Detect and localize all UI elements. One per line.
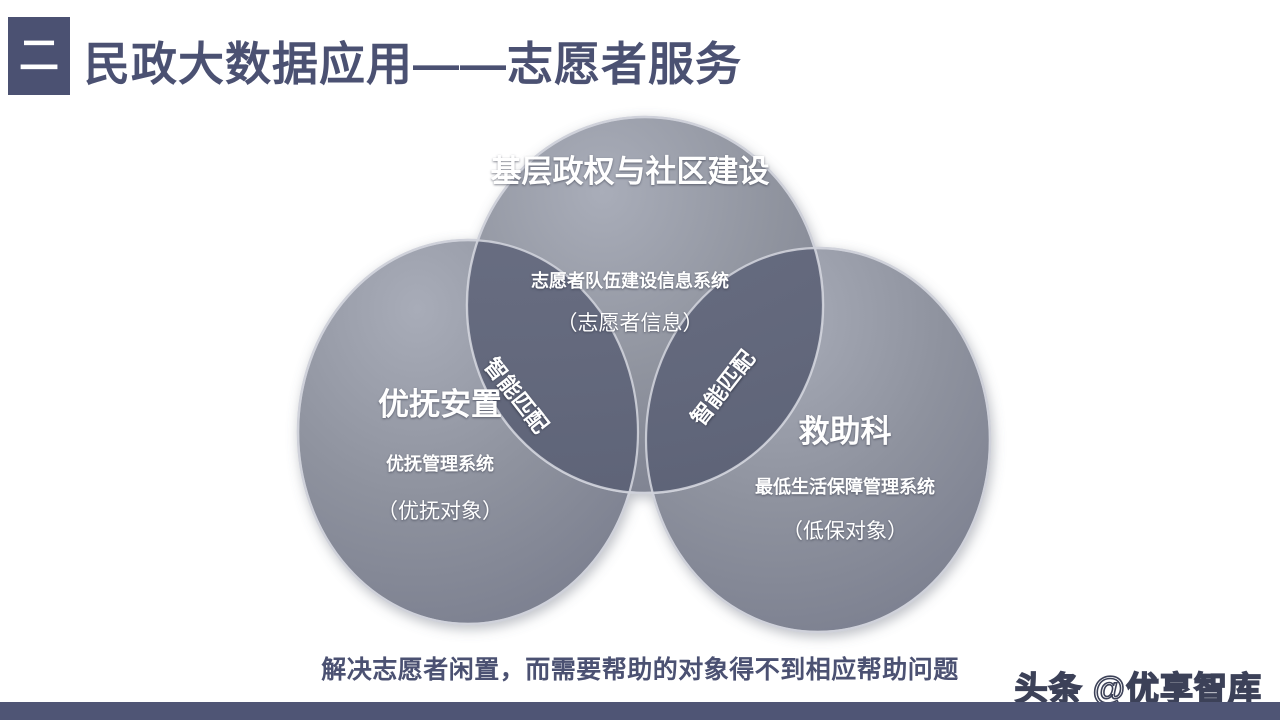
venn-right-subtitle: 最低生活保障管理系统 [755,477,935,497]
venn-top-subtitle: 志愿者队伍建设信息系统 [531,271,729,291]
venn-outline-left [296,238,640,626]
section-number-label: 二 [19,34,59,78]
bottom-accent-bar [0,702,1280,720]
section-number-badge: 二 [8,17,70,95]
page-title: 民政大数据应用——志愿者服务 [84,38,742,90]
venn-left-title: 优抚安置 [378,387,502,422]
venn-circle-right [644,246,992,634]
venn-circle-left [296,238,640,626]
venn-left-paren: （优抚对象） [377,500,503,523]
venn-outline-right [644,246,992,634]
venn-left-subtitle: 优抚管理系统 [386,454,494,474]
venn-right-paren: （低保对象） [782,520,908,543]
venn-top-paren: （志愿者信息） [556,312,704,335]
watermark-label: 头条 @优享智库 [1014,669,1262,708]
slide-caption: 解决志愿者闲置，而需要帮助的对象得不到相应帮助问题 [321,656,959,684]
venn-outline-top [465,115,825,495]
venn-top-title: 基层政权与社区建设 [490,154,770,189]
venn-overlap-right-label: 智能匹配 [685,345,760,431]
slide-header: 二 民政大数据应用——志愿者服务 [0,0,1280,110]
venn-overlap-left-label: 智能匹配 [479,353,554,438]
venn-right-title: 救助科 [798,414,892,449]
venn-circle-top [465,115,825,495]
